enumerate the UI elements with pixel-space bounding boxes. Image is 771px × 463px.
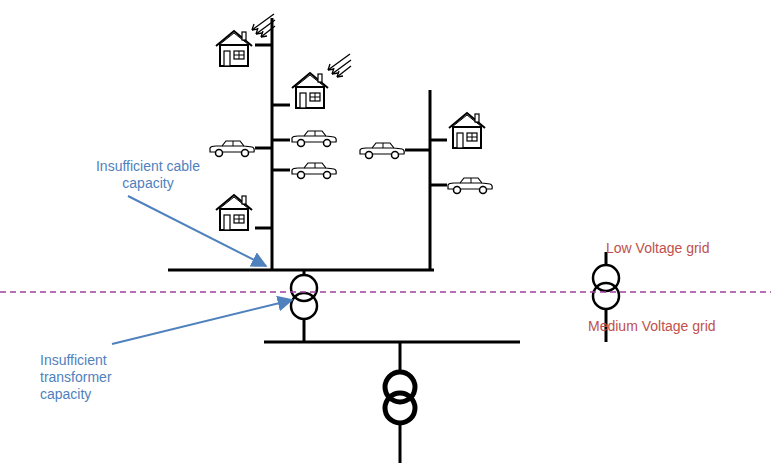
transformers xyxy=(264,252,619,463)
houses xyxy=(216,31,485,230)
cars xyxy=(210,131,492,194)
solar-arrows xyxy=(252,14,351,77)
lv-network xyxy=(168,18,447,271)
problem-callout: Insufficient transformer capacity xyxy=(40,352,126,403)
voltage-boundary xyxy=(0,291,771,293)
problem-callout: Insufficient cable capacity xyxy=(92,158,204,192)
grid-level-label: Low Voltage grid xyxy=(606,240,756,257)
grid-level-label: Medium Voltage grid xyxy=(588,318,758,335)
leader-arrows xyxy=(112,196,292,344)
